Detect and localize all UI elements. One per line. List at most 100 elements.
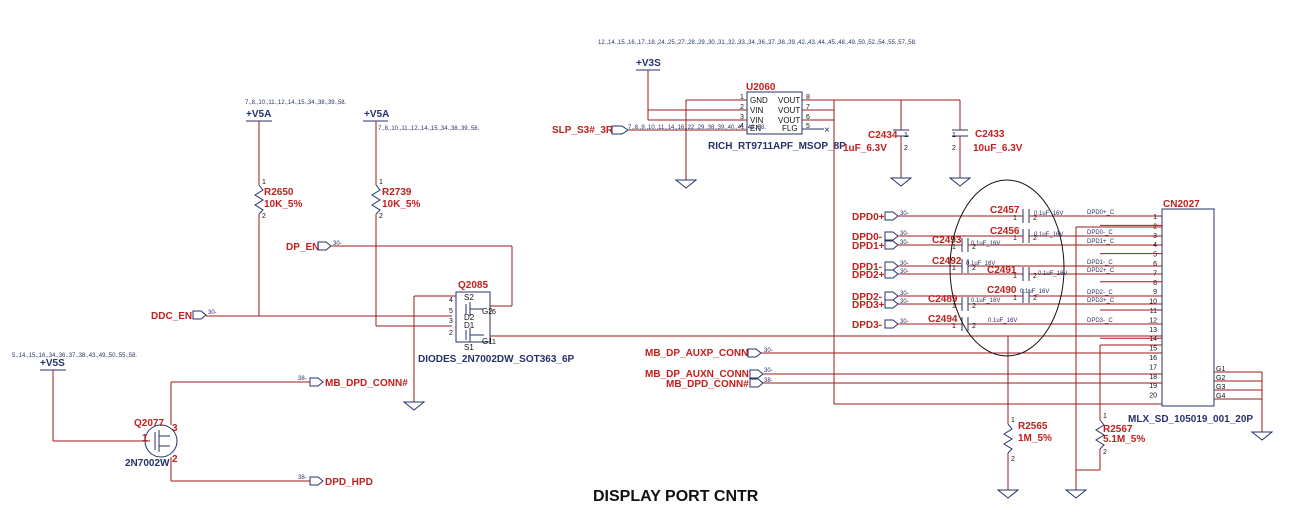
- r2567-pin1: 1: [1103, 413, 1107, 420]
- q2085-d1: D1: [464, 321, 475, 330]
- r2739-value: 10K_5%: [382, 199, 420, 210]
- mb-dpd-q-ref: 38-: [298, 376, 307, 382]
- dp-cap-value-3: 0.1uF_16V: [966, 261, 995, 267]
- cn2027-pin-12: 12: [1149, 317, 1157, 324]
- q2077-ref: Q2077: [134, 418, 164, 429]
- dp-cap-ref-1: C2456: [990, 226, 1020, 237]
- slp-page-refs: 7.,8.,9.,10.,11.,14.,16.,22.,29.,38.,39.…: [628, 125, 766, 131]
- mb-dpd-r-ref: 38-: [764, 378, 773, 384]
- ddc-en-net-label: DDC_EN: [151, 311, 192, 322]
- dp-cap-pin1-6: 1: [952, 303, 956, 310]
- r2565-value: 1M_5%: [1018, 433, 1052, 444]
- dp-input-1: DPD0-: [852, 232, 882, 243]
- dp-input-5: DPD2-: [852, 292, 882, 303]
- u2060-pin-vout1: VOUT: [778, 96, 800, 105]
- dp-output-7: DPD3-_C: [1087, 318, 1113, 324]
- u2060-pin-vout3: VOUT: [778, 116, 800, 125]
- q2077-pin2: 2: [172, 454, 178, 465]
- u2060-pinnum-4: 4: [740, 123, 744, 130]
- r2567-ref: R2567: [1103, 424, 1133, 435]
- q2085-pin1: 1: [492, 339, 496, 346]
- dp-cap-pin1-2: 1: [952, 244, 956, 251]
- q2085-pin3: 3: [449, 318, 453, 325]
- r2565-ref: R2565: [1018, 421, 1048, 432]
- cn2027-g1: G1: [1216, 366, 1225, 373]
- dp-cap-value-4: 0.1uF_16V: [1038, 271, 1067, 277]
- dp-input-0: DPD0+: [852, 212, 885, 223]
- u2060-pin-vin1: VIN: [750, 106, 764, 115]
- dp-cap-pin2-4: 2: [1033, 273, 1037, 280]
- dp-cap-pin2-7: 2: [972, 323, 976, 330]
- q2085-pin6: 6: [492, 309, 496, 316]
- mb-dpd-conn-r-label: MB_DPD_CONN#: [666, 379, 749, 390]
- dp-ref-7: 30-: [900, 319, 909, 325]
- dp-cap-ref-6: C2489: [928, 294, 958, 305]
- q2085-part: DIODES_2N7002DW_SOT363_6P: [418, 354, 575, 365]
- q2085-pin4: 4: [449, 297, 453, 304]
- dp-cap-pin2-5: 2: [1033, 295, 1037, 302]
- cn2027-g4: G4: [1216, 393, 1225, 400]
- cn2027-pin-13: 13: [1149, 327, 1157, 334]
- q2085-pin5: 5: [449, 308, 453, 315]
- r2650-pin1: 1: [262, 179, 266, 186]
- q2077-pin1: 1: [142, 433, 148, 444]
- r2650-value: 10K_5%: [264, 199, 302, 210]
- cn2027-pin-9: 9: [1153, 289, 1157, 296]
- dp-cap-pin1-3: 1: [952, 265, 956, 272]
- u2060-pinnum-5: 5: [806, 123, 810, 130]
- c2434-pin1: 1: [904, 132, 908, 139]
- dp-cap-pin2-6: 2: [972, 303, 976, 310]
- dp-ref-5: 30-: [900, 291, 909, 297]
- c2433-value: 10uF_6.3V: [973, 143, 1023, 154]
- cn2027-pin-11: 11: [1150, 308, 1157, 315]
- dp-cap-value-7: 0.1uF_16V: [988, 318, 1017, 324]
- dp-cap-pin2-2: 2: [972, 244, 976, 251]
- cn2027-ref: CN2027: [1163, 199, 1200, 210]
- q2085: Q2085 S2 G2 D2 D1 G1 S1 4 5 6 3 2 1 DIOD…: [402, 280, 1162, 411]
- dp-cap-pin1-7: 1: [952, 323, 956, 330]
- dp-input-6: DPD3+: [852, 300, 885, 311]
- cn2027-pin-20: 20: [1149, 393, 1157, 400]
- cn2027-pin-1: 1: [1153, 214, 1157, 221]
- u2060-pin-gnd: GND: [750, 96, 768, 105]
- cn2027: CN2027 MLX_SD_105019_001_20P 12345678910…: [1100, 199, 1274, 441]
- r2739-pin2: 2: [379, 213, 383, 220]
- u2060-pinnum-7: 7: [806, 104, 810, 111]
- v3s-label: +V3S: [636, 58, 661, 69]
- v5a-pullups: 7.,8.,10.,11.,12.,14.,15.,34.,38.,39.,58…: [151, 100, 513, 327]
- cn2027-pin-17: 17: [1149, 364, 1157, 371]
- cn2027-pin-3: 3: [1153, 233, 1157, 240]
- dp-ref-1: 30-: [900, 231, 909, 237]
- r2567-pin2: 2: [1103, 449, 1107, 456]
- v3s-section: 12.,14.,15.,16.,17.,18.,24.,25.,27.,28.,…: [552, 40, 1023, 404]
- u2060-pin-vout2: VOUT: [778, 106, 800, 115]
- dp-cap-ref-4: C2491: [987, 265, 1017, 276]
- r2739-pin1: 1: [379, 179, 383, 186]
- dp-output-2: DPD1+_C: [1087, 239, 1115, 245]
- auxp-ref: 30-: [764, 348, 773, 354]
- q2077-body: [144, 424, 178, 458]
- c2434-ref: C2434: [868, 130, 898, 141]
- auxp-label: MB_DP_AUXP_CONN: [645, 348, 748, 359]
- cn2027-pin-10: 10: [1149, 299, 1157, 306]
- dp-offpage-2: [884, 240, 899, 250]
- r2565-pin2: 2: [1011, 456, 1015, 463]
- dp-offpage-7: [884, 319, 899, 329]
- dp-output-5: DPD2-_C: [1087, 290, 1113, 296]
- cn2027-pin-16: 16: [1149, 355, 1157, 362]
- dp-en-net-label: DP_EN: [286, 242, 319, 253]
- dp-output-6: DPD3+_C: [1087, 298, 1115, 304]
- dpd-hpd-ref: 38-: [298, 475, 307, 481]
- aux-nets: MB_DP_AUXP_CONN 30- MB_DP_AUXN_CONN 30- …: [645, 348, 1162, 405]
- dp-offpage-0: [884, 211, 899, 221]
- flg-no-connect-mark: ×: [824, 125, 830, 136]
- dp-ref-4: 30-: [900, 269, 909, 275]
- hpd-resistors: R2565 1M_5% 1 2 R2567 5.1M_5% 1 2: [996, 226, 1162, 499]
- q2077: 5.,14.,15.,16.,34.,36.,37.,38.,43.,49.,5…: [12, 353, 408, 488]
- q2077-pin3: 3: [172, 423, 178, 434]
- q2085-g1: G1: [482, 337, 493, 346]
- c2433-pin1: 1: [952, 132, 956, 139]
